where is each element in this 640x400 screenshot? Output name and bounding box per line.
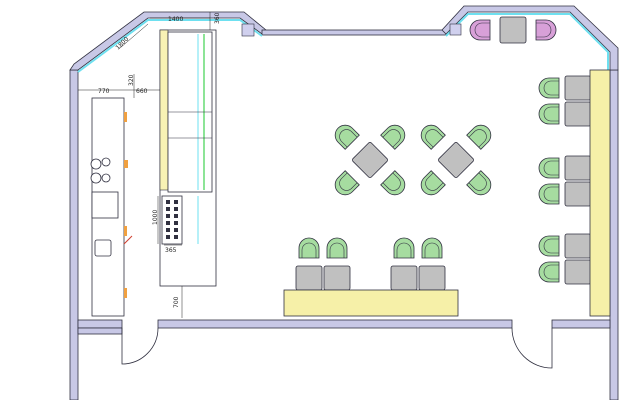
machine-button bbox=[166, 221, 170, 225]
appliance-box bbox=[91, 191, 119, 219]
table-square bbox=[418, 265, 446, 291]
chair-green bbox=[538, 77, 560, 99]
glazing bbox=[77, 13, 609, 73]
machine-button bbox=[166, 228, 170, 232]
table-square bbox=[499, 16, 527, 44]
dim-label-365: 365 bbox=[165, 247, 177, 254]
dim-label-1400: 1400 bbox=[168, 16, 183, 23]
bench-bottom bbox=[283, 289, 459, 317]
dim-label-770: 770 bbox=[98, 88, 110, 95]
wall-bottom-right bbox=[551, 319, 611, 329]
table-square bbox=[564, 259, 592, 285]
chair-green bbox=[538, 261, 560, 283]
wall-top bbox=[261, 29, 447, 36]
wall-partition bbox=[77, 327, 123, 335]
table-square bbox=[564, 101, 592, 127]
chair-green bbox=[334, 124, 360, 150]
chair-green bbox=[380, 170, 406, 196]
accent-marker bbox=[124, 112, 127, 122]
machine-button bbox=[174, 228, 178, 232]
table-square bbox=[564, 75, 592, 101]
chair-purple bbox=[535, 19, 557, 41]
chair-green bbox=[334, 170, 360, 196]
sink-basin bbox=[90, 172, 102, 184]
display-counter bbox=[159, 29, 217, 287]
machine-button bbox=[174, 221, 178, 225]
wall-bottom-mid bbox=[157, 319, 513, 329]
machine-button bbox=[166, 200, 170, 204]
chair-green bbox=[298, 237, 320, 259]
machine-button bbox=[174, 207, 178, 211]
machine-button bbox=[166, 207, 170, 211]
accent-marker bbox=[124, 160, 128, 168]
chair-purple bbox=[469, 19, 491, 41]
machine-button bbox=[166, 235, 170, 239]
coffee-machine bbox=[161, 195, 183, 245]
chair-green bbox=[538, 235, 560, 257]
table-square bbox=[323, 265, 351, 291]
display-counter-yellow bbox=[159, 29, 169, 191]
table-square bbox=[352, 142, 388, 178]
banquette-right bbox=[589, 69, 611, 317]
table-square bbox=[564, 155, 592, 181]
appliance-small bbox=[94, 239, 112, 257]
chair-green bbox=[421, 237, 443, 259]
dim-label-320: 320 bbox=[128, 74, 135, 86]
wall-bottom-left bbox=[77, 319, 123, 329]
sink-basin bbox=[90, 158, 102, 170]
dim-label-360: 360 bbox=[214, 12, 221, 24]
table-square bbox=[564, 233, 592, 259]
coffee-machine-grid bbox=[166, 200, 178, 239]
chair-green bbox=[420, 124, 446, 150]
table-square bbox=[390, 265, 418, 291]
door-swing-left bbox=[121, 327, 159, 365]
dim-label-700: 700 bbox=[173, 296, 180, 308]
back-counter bbox=[90, 97, 133, 317]
column-square bbox=[449, 23, 462, 36]
machine-button bbox=[174, 235, 178, 239]
chair-green bbox=[538, 183, 560, 205]
dim-line bbox=[119, 23, 149, 49]
glazing-right-bay bbox=[445, 13, 609, 70]
seating bbox=[295, 16, 592, 291]
machine-button bbox=[174, 214, 178, 218]
wall-left bbox=[69, 69, 79, 400]
column-square bbox=[241, 23, 255, 37]
walls bbox=[69, 5, 619, 400]
door-swing-right bbox=[511, 327, 553, 369]
sink-basin bbox=[101, 173, 111, 183]
table-square bbox=[564, 181, 592, 207]
chair-green bbox=[466, 124, 492, 150]
chair-green bbox=[538, 157, 560, 179]
table-square bbox=[438, 142, 474, 178]
wall-right bbox=[609, 69, 619, 400]
dim-label-1000: 1000 bbox=[152, 210, 159, 225]
table-square bbox=[295, 265, 323, 291]
chair-green bbox=[380, 124, 406, 150]
chair-green bbox=[538, 103, 560, 125]
dim-label-660: 660 bbox=[136, 88, 148, 95]
chair-green bbox=[326, 237, 348, 259]
accent-marker bbox=[124, 288, 127, 298]
machine-button bbox=[166, 214, 170, 218]
chair-green bbox=[420, 170, 446, 196]
wall-bay-right bbox=[441, 5, 619, 71]
accent-marker bbox=[124, 226, 127, 236]
machine-button bbox=[174, 200, 178, 204]
dimensions bbox=[78, 12, 211, 318]
chair-green bbox=[466, 170, 492, 196]
sink-basin bbox=[101, 157, 111, 167]
accent-line bbox=[123, 235, 133, 245]
chair-green bbox=[393, 237, 415, 259]
